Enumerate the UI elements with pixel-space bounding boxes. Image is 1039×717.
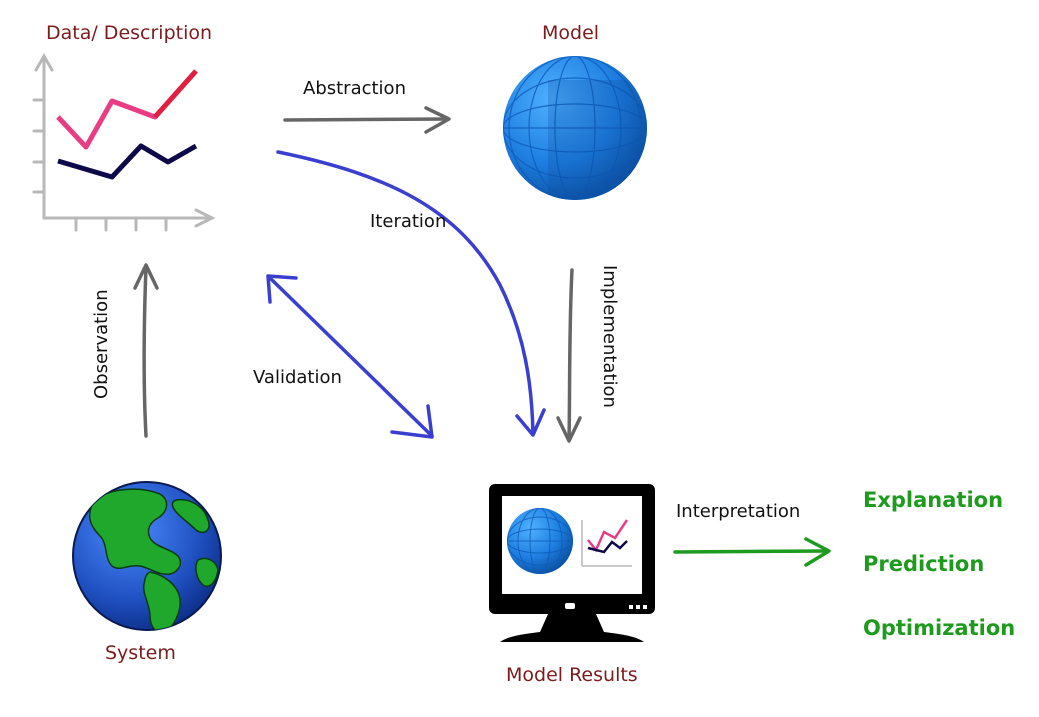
- interpretation-label: Interpretation: [676, 501, 801, 522]
- abstraction-label: Abstraction: [303, 78, 406, 99]
- observation-label: Observation: [91, 289, 112, 399]
- validation-arrow: [266, 274, 434, 439]
- iteration-arrow: [276, 150, 546, 437]
- validation-label: Validation: [253, 367, 342, 388]
- observation-arrow: [133, 263, 159, 438]
- iteration-label: Iteration: [370, 211, 447, 232]
- abstraction-arrow: [283, 106, 451, 134]
- outcome-explanation: Explanation: [863, 488, 1004, 512]
- mini-sphere-icon: [507, 508, 573, 574]
- model-label: Model: [542, 22, 600, 44]
- outcome-prediction: Prediction: [863, 552, 985, 576]
- earth-globe-icon: [72, 481, 222, 631]
- implementation-arrow: [556, 268, 582, 443]
- data-description-label: Data/ Description: [46, 22, 213, 44]
- mini-line-chart-icon: [581, 519, 632, 567]
- line-chart-icon: [32, 52, 216, 232]
- interpretation-arrow: [673, 537, 831, 567]
- system-label: System: [105, 642, 176, 664]
- outcome-optimization: Optimization: [863, 616, 1016, 640]
- model-sphere-icon: [503, 56, 647, 200]
- model-results-label: Model Results: [506, 664, 638, 686]
- monitor-icon: [489, 484, 655, 642]
- implementation-label: Implementation: [599, 265, 620, 408]
